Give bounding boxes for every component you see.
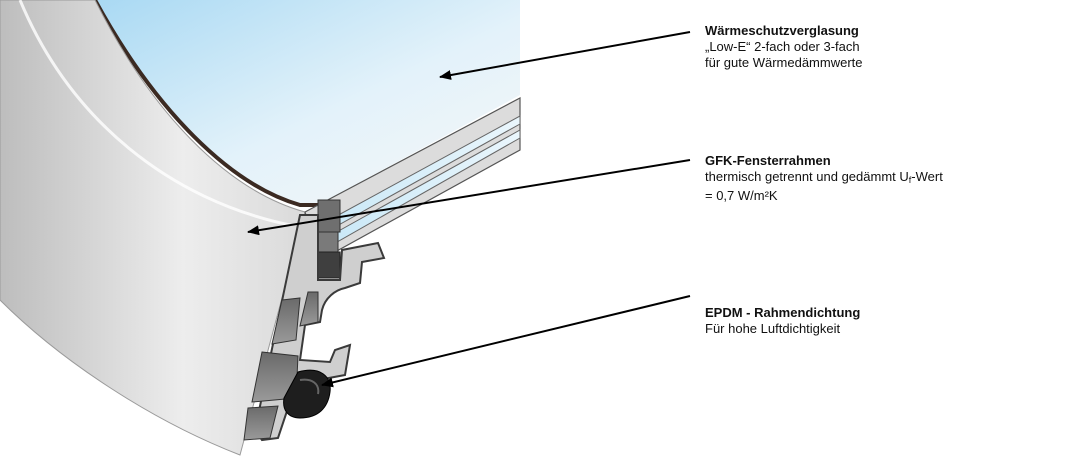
label-glazing-line2: für gute Wärmedämmwerte bbox=[705, 55, 863, 70]
glass-edge bbox=[93, 0, 318, 207]
label-frame-line1-suffix: -Wert bbox=[911, 169, 943, 184]
label-frame-line2: = 0,7 W/m²K bbox=[705, 188, 778, 203]
label-frame-title: GFK-Fensterrahmen bbox=[705, 153, 831, 168]
label-glazing: Wärmeschutzverglasung „Low-E“ 2-fach ode… bbox=[705, 23, 863, 71]
window-sash bbox=[0, 0, 306, 456]
frame-chamber-lower bbox=[271, 297, 301, 345]
label-seal-line1: Für hohe Luftdichtigkeit bbox=[705, 321, 841, 336]
label-frame-line1: thermisch getrennt und gedämmt Uf-Wert bbox=[705, 169, 1065, 188]
arrow-seal bbox=[321, 295, 691, 388]
arrow-frame bbox=[247, 159, 691, 236]
label-seal-title: EPDM - Rahmendichtung bbox=[705, 305, 861, 320]
label-frame-line1-sub: f bbox=[908, 175, 912, 185]
frame-chamber-bottom bbox=[243, 405, 279, 441]
gasket-highlight bbox=[299, 378, 320, 395]
arrow-glazing bbox=[439, 31, 691, 80]
epdm-gasket bbox=[283, 369, 331, 419]
label-glazing-title: Wärmeschutzverglasung bbox=[705, 23, 859, 38]
label-seal: EPDM - Rahmendichtung Für hohe Luftdicht… bbox=[705, 305, 860, 337]
sash-highlight bbox=[18, 0, 291, 227]
glass-pane bbox=[95, 0, 520, 205]
frame-chamber-upper bbox=[299, 291, 319, 327]
label-glazing-line1: „Low-E“ 2-fach oder 3-fach bbox=[705, 39, 860, 54]
label-frame-line1-prefix: thermisch getrennt und gedämmt U bbox=[705, 169, 909, 184]
label-frame: GFK-Fensterrahmen thermisch getrennt und… bbox=[705, 153, 1065, 204]
